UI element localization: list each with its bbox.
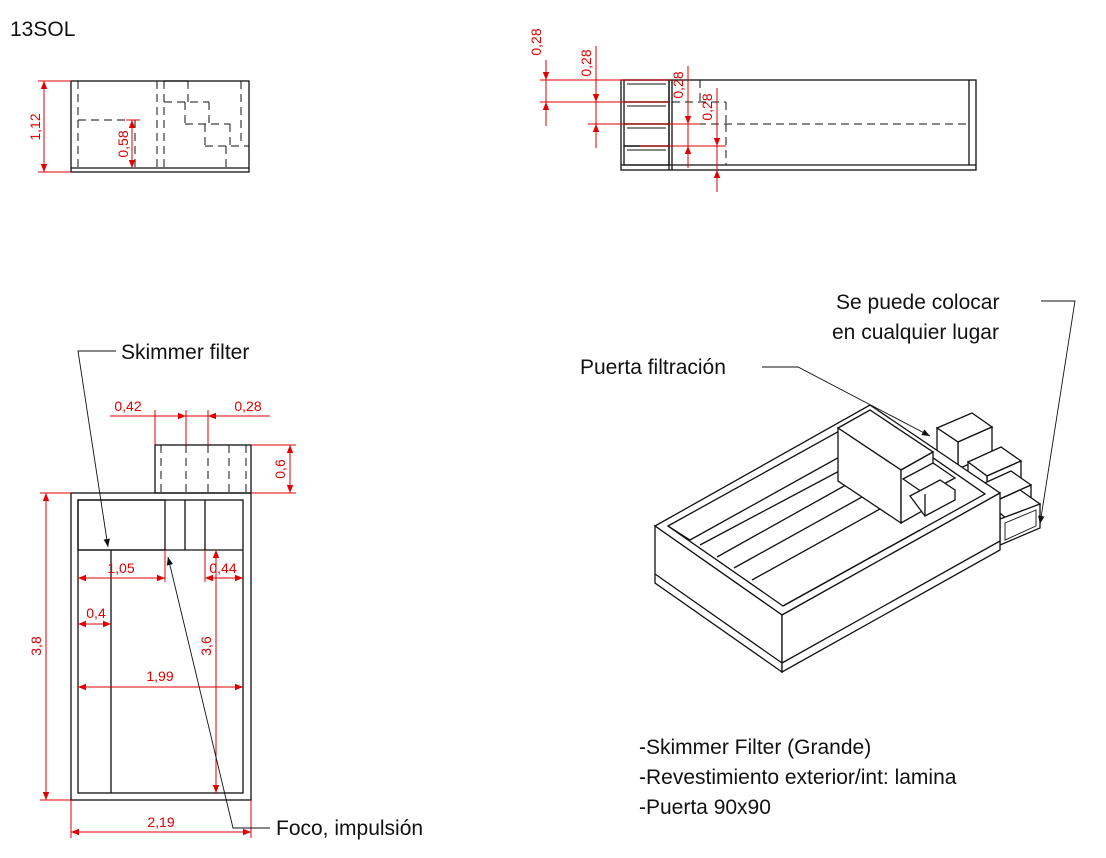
side-dim-height: 1,12	[27, 113, 43, 140]
plan-dim-step-w1: 0,42	[114, 398, 141, 414]
callout-foco-impulsion: Foco, impulsión	[276, 817, 423, 840]
end-dim-2: 0,28	[578, 49, 594, 76]
plan-steps-block	[154, 444, 252, 494]
callout-puerta-filtracion: Puerta filtración	[580, 356, 726, 379]
side-view: 1,12 0,58	[27, 80, 250, 173]
plan-inner	[77, 499, 244, 794]
end-view: 0,28 0,28 0,28 0,28	[528, 28, 977, 192]
notes: -Skimmer Filter (Grande) -Revestimiento …	[639, 736, 957, 819]
note-line-3: -Puerta 90x90	[639, 796, 771, 819]
end-dim-3: 0,28	[670, 71, 686, 98]
isometric-view: Puerta filtración Se puede colocar en cu…	[580, 291, 1076, 674]
side-view-outline	[70, 80, 250, 173]
plan-view: 0,42 0,28 0,6 3,8 3,6 1,05 0,44 0,4 1,99…	[28, 341, 423, 840]
end-view-outline	[620, 79, 977, 171]
plan-dim-width: 2,19	[147, 814, 174, 830]
callout-placement-line-1: Se puede colocar	[836, 291, 999, 314]
plan-dim-step-d: 0,6	[272, 459, 288, 479]
side-dim-inner: 0,58	[115, 130, 131, 157]
note-line-2: -Revestimiento exterior/int: lamina	[639, 766, 957, 789]
plan-dim-inner-width: 1,99	[146, 668, 173, 684]
plan-dim-length: 3,8	[28, 636, 44, 656]
callout-skimmer-filter: Skimmer filter	[121, 341, 249, 364]
skimmer-box	[77, 499, 166, 551]
end-dim-4: 0,28	[699, 93, 715, 120]
end-dim-1: 0,28	[528, 28, 544, 55]
callout-placement-line-2: en cualquier lugar	[832, 321, 999, 344]
plan-dim-w-left: 1,05	[107, 560, 134, 576]
plan-dim-inner-length: 3,6	[198, 636, 214, 656]
plan-outline	[70, 492, 252, 801]
plan-dim-step-w2: 0,28	[234, 398, 261, 414]
plan-dim-bench: 0,4	[86, 605, 106, 621]
plan-dim-w-right: 0,44	[209, 560, 236, 576]
sheet-code: 13SOL	[10, 18, 75, 41]
note-line-1: -Skimmer Filter (Grande)	[639, 736, 871, 759]
